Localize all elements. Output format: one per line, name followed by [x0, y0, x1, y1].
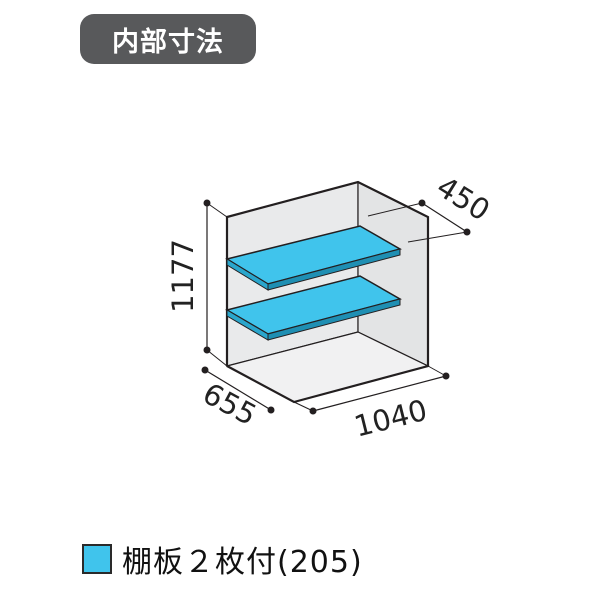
page-title: 内部寸法	[112, 26, 224, 58]
width-label: 1040	[351, 393, 431, 444]
upper-shelf	[225, 225, 402, 291]
page-title-badge: 内部寸法	[80, 14, 256, 64]
legend: 棚板２枚付(205)	[82, 537, 363, 581]
legend-label: 棚板２枚付(205)	[122, 545, 363, 580]
height-label: 1177	[166, 239, 200, 313]
shelf-color-swatch	[82, 544, 112, 574]
height-dimension: 1177	[166, 199, 228, 367]
shelf-depth-label: 450	[431, 169, 496, 227]
lower-shelf	[225, 275, 402, 341]
depth-label: 655	[197, 376, 262, 432]
